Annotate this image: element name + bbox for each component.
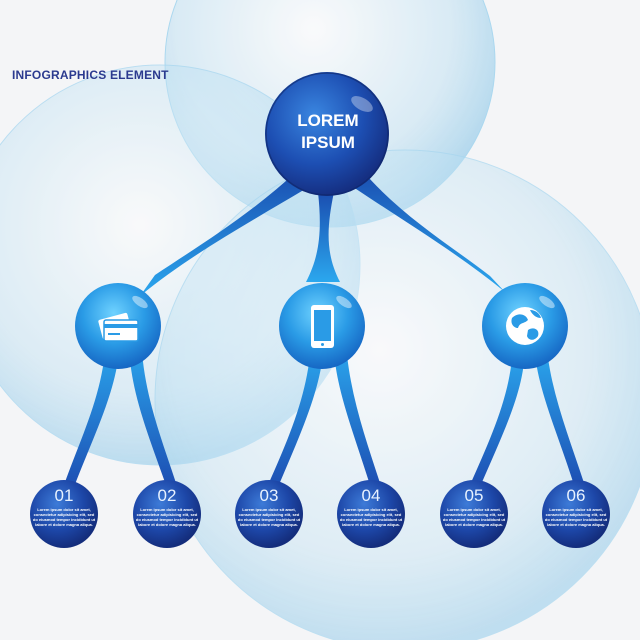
leaf-text: Lorem ipsum dolor sit amet, consectetur …: [442, 507, 506, 527]
leaf-text: Lorem ipsum dolor sit amet, consectetur …: [32, 507, 96, 527]
leaf-4: 04 Lorem ipsum dolor sit amet, consectet…: [337, 486, 405, 528]
connector-branch2-leaf4: [335, 355, 380, 485]
leaf-2: 02 Lorem ipsum dolor sit amet, consectet…: [133, 486, 201, 528]
leaf-number: 03: [259, 486, 279, 505]
connector-branch3-leaf5: [470, 358, 524, 487]
leaf-6: 06 Lorem ipsum dolor sit amet, consectet…: [542, 486, 610, 528]
leaf-connectors: [64, 352, 584, 487]
root-connectors: [140, 170, 505, 296]
leaf-text: Lorem ipsum dolor sit amet, consectetur …: [237, 507, 301, 527]
leaf-node-5: [440, 480, 508, 548]
leaf-text: Lorem ipsum dolor sit amet, consectetur …: [339, 507, 403, 527]
leaf-3: 03 Lorem ipsum dolor sit amet, consectet…: [235, 486, 303, 528]
root-label: LOREM IPSUM: [268, 110, 388, 154]
root-label-line-2: IPSUM: [301, 133, 355, 152]
leaf-1: 01 Lorem ipsum dolor sit amet, consectet…: [30, 486, 98, 528]
leaf-number: 05: [464, 486, 484, 505]
globe-icon: [506, 307, 544, 345]
leaf-number: 06: [566, 486, 586, 505]
page-title: INFOGRAPHICS ELEMENT: [12, 68, 169, 82]
connector-branch3-leaf6: [536, 358, 584, 485]
leaf-number: 01: [54, 486, 74, 505]
connector-root-branch-2: [306, 192, 340, 282]
smartphone-icon: [311, 305, 334, 348]
leaf-number: 04: [361, 486, 381, 505]
leaf-number: 02: [157, 486, 177, 505]
leaf-5: 05 Lorem ipsum dolor sit amet, consectet…: [440, 486, 508, 528]
leaf-node-2: [133, 480, 201, 548]
connector-root-branch-1: [140, 170, 312, 296]
leaf-node-4: [337, 480, 405, 548]
leaf-text: Lorem ipsum dolor sit amet, consectetur …: [135, 507, 199, 527]
leaf-node-6: [542, 480, 610, 548]
credit-card-icon: [98, 312, 139, 342]
root-node: [265, 72, 389, 196]
leaf-node-1: [30, 480, 98, 548]
root-label-line-1: LOREM: [297, 111, 359, 130]
background-bubble: [154, 149, 640, 640]
connector-branch1-leaf1: [64, 352, 118, 487]
leaf-nodes: [30, 480, 610, 548]
leaf-text: Lorem ipsum dolor sit amet, consectetur …: [544, 507, 608, 527]
leaf-node-3: [235, 480, 303, 548]
connector-branch2-leaf3: [268, 355, 322, 487]
connector-root-branch-3: [350, 170, 505, 292]
connector-branch1-leaf2: [130, 352, 176, 485]
